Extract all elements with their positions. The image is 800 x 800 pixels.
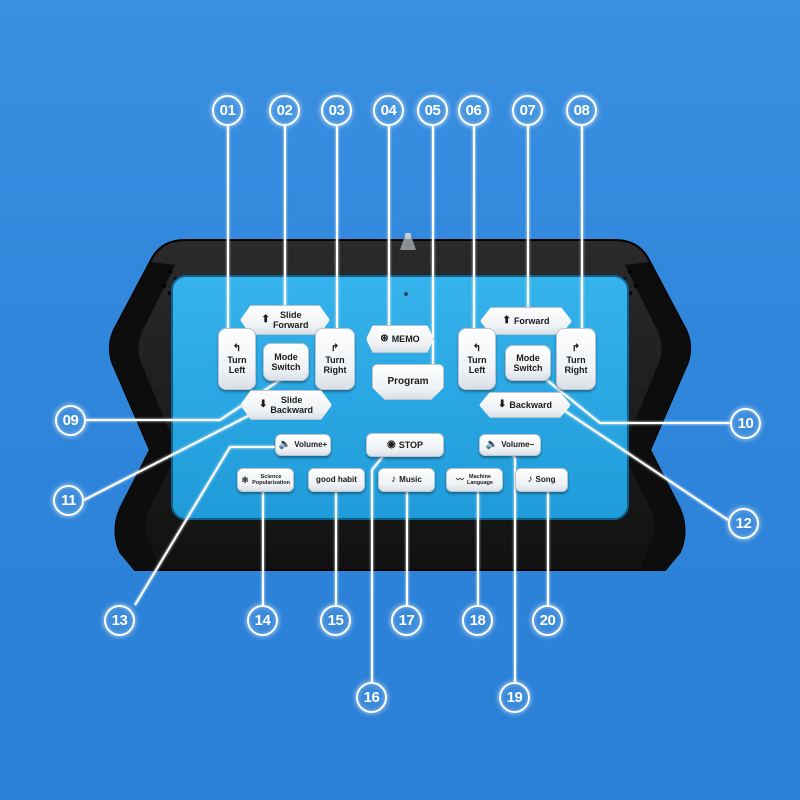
arrow-up-icon: ⬆ <box>261 314 270 325</box>
callout-04: 04 <box>373 95 404 126</box>
turn-right-icon: ↱ <box>571 342 581 354</box>
volume-down-button[interactable]: 🔈 Volume− <box>479 434 541 456</box>
backward-button[interactable]: ⬇ Backward <box>479 392 571 418</box>
callout-16: 16 <box>356 682 387 713</box>
callout-19: 19 <box>499 682 530 713</box>
callout-03: 03 <box>321 95 352 126</box>
callout-01: 01 <box>212 95 243 126</box>
turn-right-icon: ↱ <box>330 342 340 354</box>
science-popularization-button[interactable]: ⚛ Science Popularization <box>237 468 294 492</box>
arrow-down-icon: ⬇ <box>259 399 268 410</box>
atom-icon: ⚛ <box>241 475 250 485</box>
forward-button[interactable]: ⬆ Forward <box>480 307 572 335</box>
callout-18: 18 <box>462 605 493 636</box>
callout-20: 20 <box>532 605 563 636</box>
callout-10: 10 <box>730 408 761 439</box>
song-button[interactable]: ♪ Song <box>515 468 568 492</box>
leader-lines <box>83 126 730 682</box>
callout-17: 17 <box>391 605 422 636</box>
callout-11: 11 <box>53 485 84 516</box>
turn-left-button-left[interactable]: ↰ Turn Left <box>218 328 256 390</box>
stop-button[interactable]: ◉ STOP <box>366 433 444 457</box>
remote-bumper-right <box>622 262 691 570</box>
turn-left-icon: ↰ <box>472 342 482 354</box>
callout-08: 08 <box>566 95 597 126</box>
music-button[interactable]: ♪ Music <box>378 468 435 492</box>
callout-14: 14 <box>247 605 278 636</box>
stop-icon: ◉ <box>386 439 396 450</box>
callout-09: 09 <box>55 405 86 436</box>
callout-15: 15 <box>320 605 351 636</box>
arrow-down-icon: ⬇ <box>498 399 507 410</box>
slide-backward-button[interactable]: ⬇ Slide Backward <box>240 390 332 420</box>
callout-07: 07 <box>512 95 543 126</box>
turn-left-icon: ↰ <box>232 342 242 354</box>
callout-13: 13 <box>104 605 135 636</box>
turn-right-button-left[interactable]: ↱ Turn Right <box>315 328 355 390</box>
good-habit-button[interactable]: good habit <box>308 468 365 492</box>
turn-left-button-right[interactable]: ↰ Turn Left <box>458 328 496 390</box>
program-button[interactable]: Program <box>372 364 444 400</box>
speaker-icon: 🔈 <box>485 439 499 450</box>
arrow-up-icon: ⬆ <box>502 315 511 326</box>
slide-forward-button[interactable]: ⬆ Slide Forward <box>240 305 330 335</box>
callout-06: 06 <box>458 95 489 126</box>
turn-right-button-right[interactable]: ↱ Turn Right <box>556 328 596 390</box>
callout-05: 05 <box>417 95 448 126</box>
machine-language-button[interactable]: 〰 Machine Language <box>446 468 503 492</box>
indicator-dot <box>404 292 408 296</box>
film-reel-icon: ⊛ <box>380 333 389 344</box>
mode-switch-button-left[interactable]: Mode Switch <box>263 343 309 381</box>
memo-button[interactable]: ⊛ MEMO <box>366 325 434 353</box>
signal-wave-icon: 〰 <box>456 475 464 484</box>
antenna-knob <box>400 233 416 250</box>
music-note-icon: ♪ <box>527 474 533 485</box>
callout-02: 02 <box>269 95 300 126</box>
speaker-icon: 🔈 <box>278 439 292 450</box>
remote-bumper-left <box>109 262 178 570</box>
guitar-icon: ♪ <box>391 474 397 485</box>
volume-up-button[interactable]: 🔈 Volume+ <box>275 434 331 456</box>
callout-12: 12 <box>728 508 759 539</box>
mode-switch-button-right[interactable]: Mode Switch <box>505 345 551 381</box>
